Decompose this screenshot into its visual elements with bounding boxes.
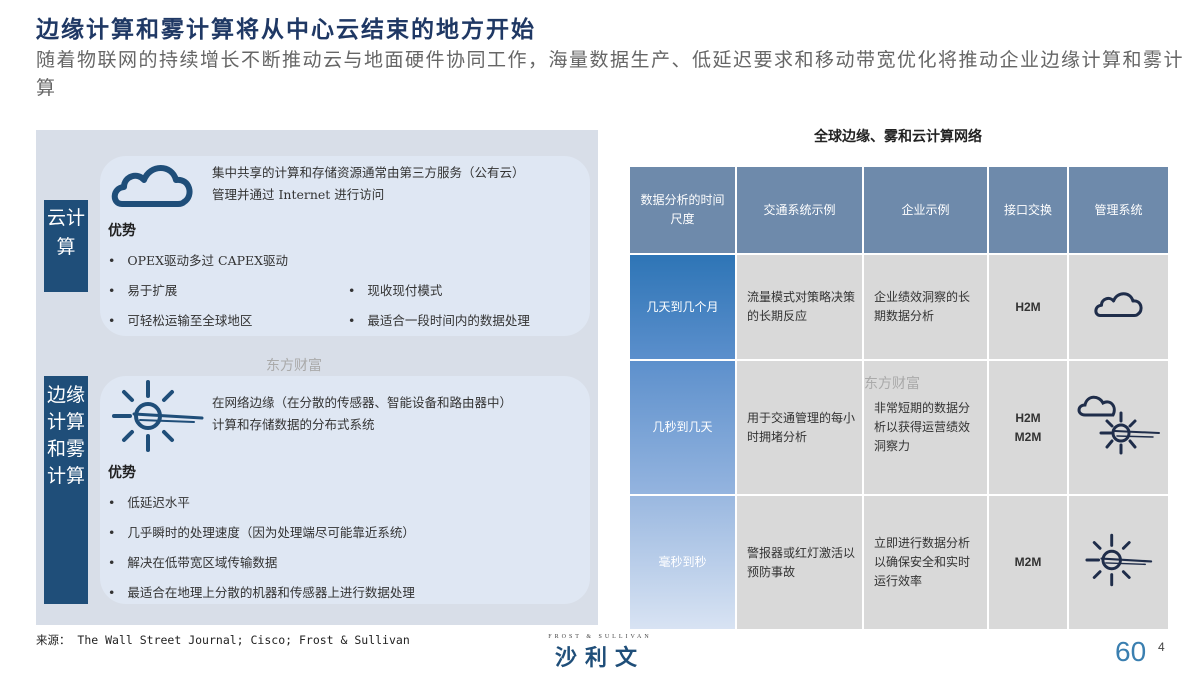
watermark: 东方财富 [266, 358, 322, 374]
edge-advantage: 解决在低带宽区域传输数据 [108, 552, 277, 571]
header-cell: 管理系统 [1067, 165, 1170, 255]
source-note: 来源： The Wall Street Journal; Cisco; Fros… [36, 633, 410, 647]
page-number: 4 [1158, 640, 1165, 654]
header-cell: 企业示例 [862, 165, 989, 255]
sun-fog-icon [1084, 533, 1152, 586]
cloud-label: 云计算 [44, 200, 88, 292]
edge-advantage: 几乎瞬时的处理速度（因为处理端尽可能靠近系统） [108, 522, 415, 541]
edge-advantage: 最适合在地理上分散的机器和传感器上进行数据处理 [108, 582, 415, 601]
management-cell [1067, 494, 1170, 631]
sun-fog-icon [112, 380, 204, 452]
cloud-advantage: 易于扩展 [108, 280, 177, 299]
logo-en: FROST & SULLIVAN [548, 634, 652, 640]
desc-line: 在网络边缘（在分散的传感器、智能设备和路由器中） [212, 395, 513, 410]
cloud-sun-fog-icon [1077, 395, 1160, 454]
traffic-cell: 用于交通管理的每小时拥堵分析 [735, 359, 864, 496]
slide-subtitle: 随着物联网的持续增长不断推动云与地面硬件协同工作，海量数据生产、低延迟要求和移动… [36, 49, 1185, 99]
table-row: 毫秒到秒 警报器或红灯激活以预防事故 立即进行数据分析以确保安全和实时运行效率 … [628, 494, 1170, 631]
enterprise-cell: 企业绩效洞察的长期数据分析 [862, 253, 989, 361]
edge-description: 在网络边缘（在分散的传感器、智能设备和路由器中） 计算和存储数据的分布式系统 [212, 392, 512, 436]
desc-line: 集中共享的计算和存储资源通常由第三方服务（公有云） [212, 165, 525, 180]
interface-value: M2M [1014, 429, 1042, 444]
cloud-icon [1093, 292, 1143, 317]
cloud-icon [111, 165, 193, 207]
timescale-cell: 毫秒到秒 [628, 494, 737, 631]
table-title: 全球边缘、雾和云计算网络 [814, 129, 982, 145]
frost-sullivan-logo: FROST & SULLIVAN 沙利文 [540, 634, 660, 672]
cloud-advantages-title: 优势 [108, 223, 136, 239]
computing-network-table: 数据分析的时间尺度 交通系统示例 企业示例 接口交换 管理系统 几天到几个月 流… [628, 165, 1170, 631]
management-cell [1067, 253, 1170, 361]
interface-cell: H2M [987, 253, 1069, 361]
edge-label: 边缘计算和雾计算 [44, 376, 88, 604]
logo-cn: 沙利文 [554, 646, 645, 671]
cloud-advantage: 可轻松运输至全球地区 [108, 310, 252, 329]
interface-cell: M2M [987, 494, 1069, 631]
table-row: 几天到几个月 流量模式对策略决策的长期反应 企业绩效洞察的长期数据分析 H2M [628, 253, 1170, 361]
edge-advantage: 低延迟水平 [108, 492, 190, 511]
interface-value: H2M [1015, 299, 1041, 314]
table-row: 几秒到几天 用于交通管理的每小时拥堵分析 非常短期的数据分析以获得运营绩效洞察力… [628, 359, 1170, 496]
header-cell: 接口交换 [987, 165, 1069, 255]
traffic-cell: 警报器或红灯激活以预防事故 [735, 494, 864, 631]
enterprise-cell: 非常短期的数据分析以获得运营绩效洞察力 [862, 359, 989, 496]
management-cell [1067, 359, 1170, 496]
cloud-advantage: 现收现付模式 [348, 280, 442, 299]
cloud-description: 集中共享的计算和存储资源通常由第三方服务（公有云） 管理并通过 Internet… [212, 162, 525, 206]
header-cell: 数据分析的时间尺度 [628, 165, 737, 255]
enterprise-cell: 立即进行数据分析以确保安全和实时运行效率 [862, 494, 989, 631]
timescale-cell: 几秒到几天 [628, 359, 737, 496]
cloud-advantage: 最适合一段时间内的数据处理 [348, 310, 530, 329]
desc-line: 管理并通过 Internet 进行访问 [212, 187, 385, 202]
cloud-advantage: OPEX驱动多过 CAPEX驱动 [108, 250, 288, 269]
timescale-cell: 几天到几个月 [628, 253, 737, 361]
interface-value: H2M [1015, 410, 1041, 425]
desc-line: 计算和存储数据的分布式系统 [212, 417, 375, 432]
traffic-cell: 流量模式对策略决策的长期反应 [735, 253, 864, 361]
table-header-row: 数据分析的时间尺度 交通系统示例 企业示例 接口交换 管理系统 [628, 165, 1170, 255]
anniversary-logo: 60 [1115, 636, 1147, 667]
edge-advantages-title: 优势 [108, 465, 136, 481]
watermark: 东方财富 [864, 376, 920, 392]
cloud-box [100, 156, 590, 336]
interface-value: M2M [1014, 555, 1042, 569]
header-cell: 交通系统示例 [735, 165, 864, 255]
comparison-panel: 云计算 集中共享的计算和存储资源通常由第三方服务（公有云） 管理并通过 Inte… [36, 130, 598, 625]
slide-title: 边缘计算和雾计算将从中心云结束的地方开始 [36, 16, 536, 43]
